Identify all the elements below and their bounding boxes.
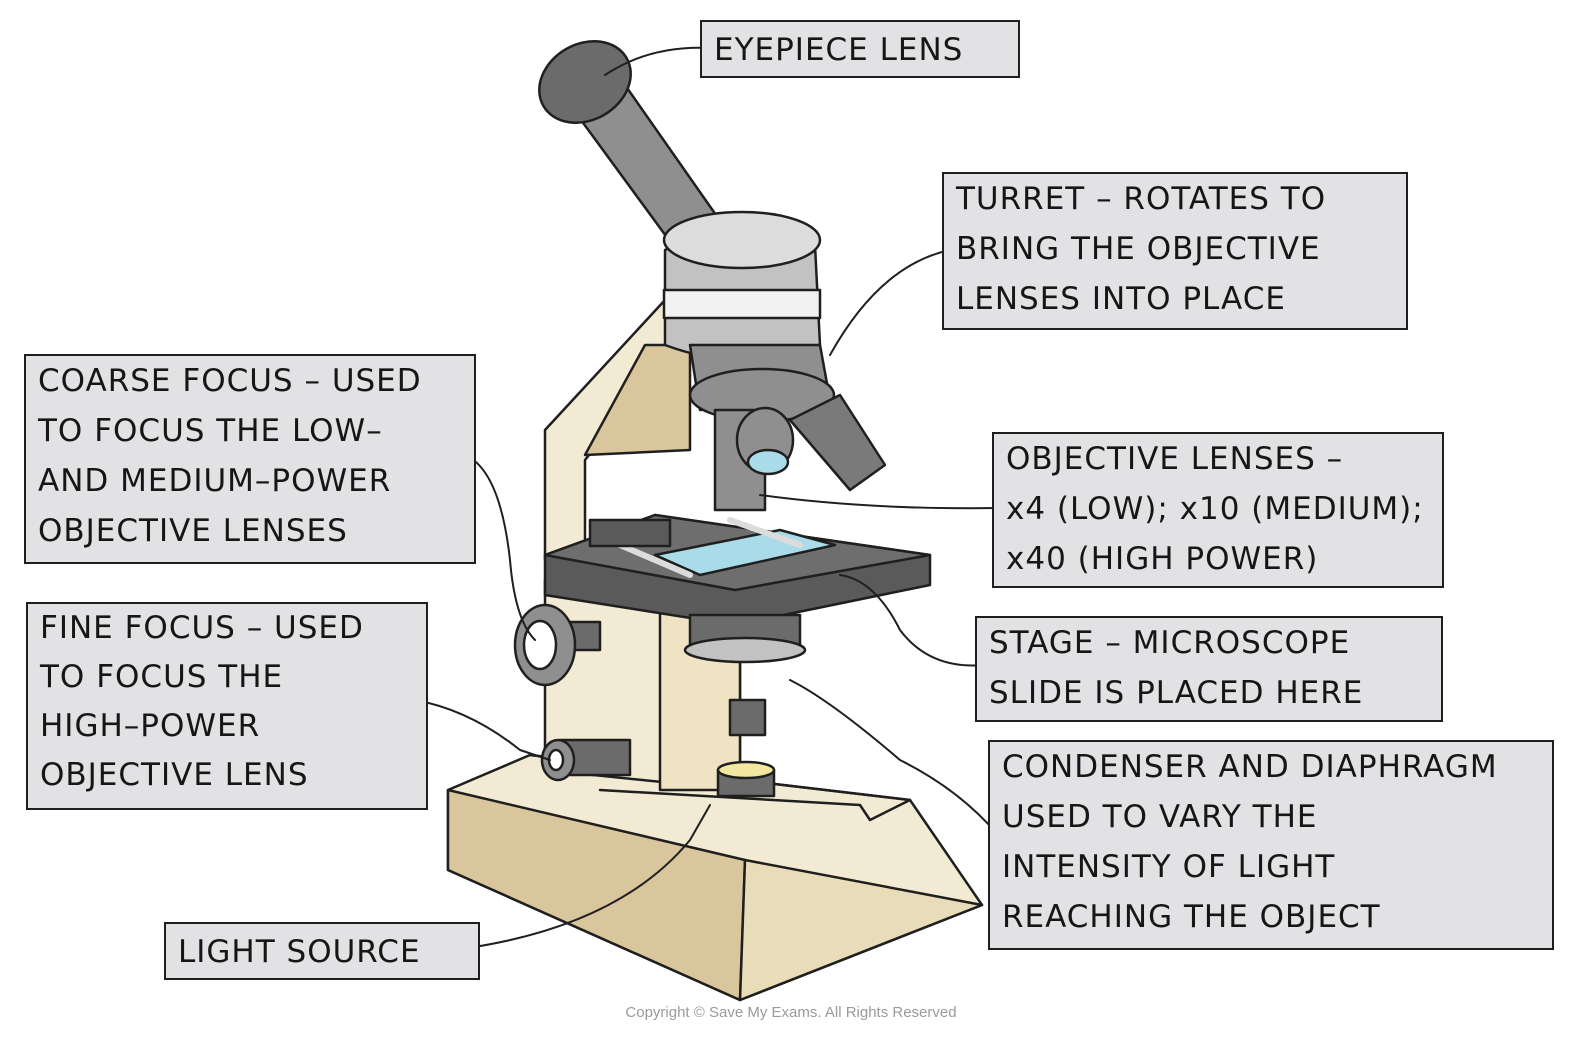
label-line: EYEPIECE LENS xyxy=(714,32,964,68)
label-line: SLIDE IS PLACED HERE xyxy=(989,675,1364,711)
label-line: HIGH–POWER xyxy=(40,708,261,744)
condenser-leader-line xyxy=(789,679,999,836)
objective-lenses xyxy=(713,393,887,512)
label-coarse-focus: COARSE FOCUS – USED TO FOCUS THE LOW– AN… xyxy=(24,354,476,564)
condenser xyxy=(683,613,807,664)
label-line: LENSES INTO PLACE xyxy=(956,281,1286,317)
label-line: INTENSITY OF LIGHT xyxy=(1002,849,1336,885)
label-line: STAGE – MICROSCOPE xyxy=(989,625,1351,661)
fine-focus-leader-line xyxy=(414,699,551,761)
label-line: REACHING THE OBJECT xyxy=(1002,899,1381,935)
label-line: TURRET – ROTATES TO xyxy=(956,181,1327,217)
label-line: AND MEDIUM–POWER xyxy=(38,463,392,499)
coarse-focus-leader-line xyxy=(464,454,536,641)
label-line: x40 (HIGH POWER) xyxy=(1006,541,1319,577)
coarse-focus-knob xyxy=(513,603,602,687)
leader-lines xyxy=(414,46,1001,949)
label-line: BRING THE OBJECTIVE xyxy=(956,231,1321,267)
stage xyxy=(543,513,932,627)
label-line: COARSE FOCUS – USED xyxy=(38,363,422,399)
stage-leader-line xyxy=(839,574,986,667)
eyepiece-tube xyxy=(538,40,732,264)
label-stage: STAGE – MICROSCOPE SLIDE IS PLACED HERE xyxy=(975,616,1443,722)
light-source xyxy=(716,760,776,798)
label-line: OBJECTIVE LENSES xyxy=(38,513,348,549)
turret-leader-line xyxy=(829,249,951,356)
light-source-leader-line xyxy=(467,804,711,949)
label-line: USED TO VARY THE xyxy=(1002,799,1318,835)
label-fine-focus: FINE FOCUS – USED TO FOCUS THE HIGH–POWE… xyxy=(26,602,428,810)
label-line: LIGHT SOURCE xyxy=(178,934,421,970)
label-eyepiece-lens: EYEPIECE LENS xyxy=(700,20,1020,78)
label-line: x4 (LOW); x10 (MEDIUM); xyxy=(1006,491,1424,527)
label-light-source: LIGHT SOURCE xyxy=(164,922,480,980)
label-line: TO FOCUS THE LOW– xyxy=(38,413,383,449)
microscope-base xyxy=(446,753,984,1002)
objective-leader-line xyxy=(759,494,1001,510)
copyright-notice: Copyright © Save My Exams. All Rights Re… xyxy=(625,1004,957,1021)
label-turret: TURRET – ROTATES TO BRING THE OBJECTIVE … xyxy=(942,172,1408,330)
label-line: TO FOCUS THE xyxy=(40,659,284,695)
label-line: CONDENSER AND DIAPHRAGM xyxy=(1002,749,1498,785)
label-line: OBJECTIVE LENSES – xyxy=(1006,441,1344,477)
label-condenser-diaphragm: CONDENSER AND DIAPHRAGM USED TO VARY THE… xyxy=(988,740,1554,950)
eyepiece-leader-line xyxy=(604,46,711,76)
label-line: OBJECTIVE LENS xyxy=(40,757,309,793)
label-line: FINE FOCUS – USED xyxy=(40,610,364,646)
label-objective-lenses: OBJECTIVE LENSES – x4 (LOW); x10 (MEDIUM… xyxy=(992,432,1444,588)
fine-focus-knob xyxy=(540,698,767,782)
